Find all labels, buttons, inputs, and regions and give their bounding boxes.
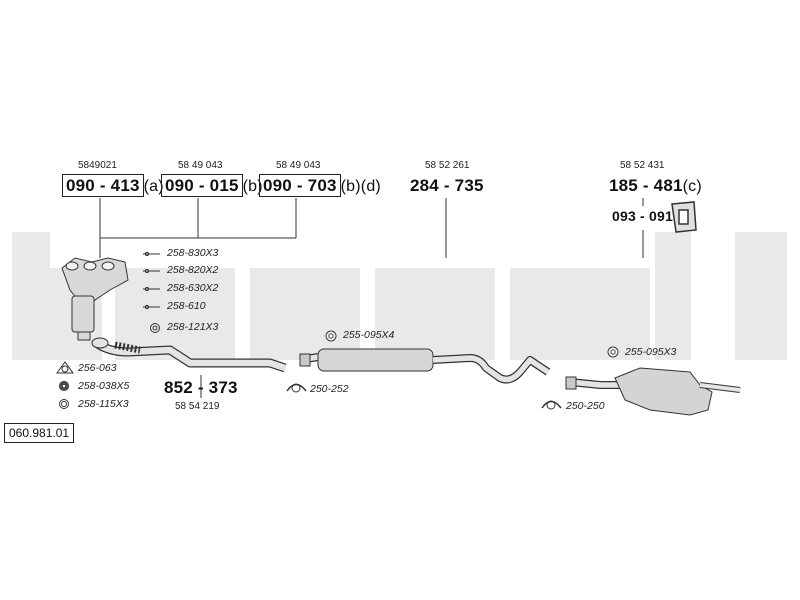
clamp-code: 250-252	[310, 383, 349, 395]
part-suffix: (b)	[242, 178, 263, 195]
front-pipe-oem-number: 58 54 219	[175, 401, 220, 412]
hardware-code: 258-820X2	[167, 264, 219, 276]
front-pipe-icon	[91, 337, 287, 373]
clamp-icons	[56, 330, 619, 410]
hardware-code: 258-038X5	[78, 380, 130, 392]
hardware-code: 258-121X3	[167, 321, 219, 333]
clamp-code: 255-095X3	[625, 346, 677, 358]
oem-number: 58 52 261	[425, 160, 470, 171]
part-number[interactable]: 090 - 703	[259, 174, 341, 197]
hardware-code: 258-115X3	[78, 398, 129, 410]
part-number-group[interactable]: 284 - 735	[410, 176, 484, 196]
hardware-bullets	[143, 251, 160, 333]
part-number[interactable]: 284 - 735	[410, 176, 484, 195]
clamp-code: 250-250	[566, 400, 605, 412]
hardware-code: 258-830X3	[167, 247, 219, 259]
middle-silencer-icon	[299, 348, 551, 384]
part-number[interactable]: 090 - 413	[62, 174, 144, 197]
part-number-group[interactable]: 090 - 703(b)(d)	[259, 174, 381, 197]
part-number-group[interactable]: 185 - 481(c)	[609, 176, 702, 196]
bosal-watermark	[12, 232, 787, 360]
bracket-part-number[interactable]: 093 - 091	[612, 208, 673, 224]
oem-number: 58 49 043	[276, 160, 321, 171]
part-number[interactable]: 090 - 015	[161, 174, 243, 197]
oem-number: 5849021	[78, 160, 117, 171]
diagram-reference-number: 060.981.01	[4, 423, 75, 443]
part-suffix: (a)	[143, 178, 164, 195]
part-suffix: (b)(d)	[340, 178, 381, 195]
front-pipe-part-number[interactable]: 852 - 373	[164, 378, 238, 397]
part-number-group[interactable]: 090 - 015(b)	[161, 174, 263, 197]
bracket-icon	[671, 201, 697, 233]
hardware-code: 256-063	[78, 362, 117, 374]
oem-number: 58 52 431	[620, 160, 665, 171]
hardware-code: 258-610	[167, 300, 206, 312]
hardware-code: 258-630X2	[167, 282, 219, 294]
rear-silencer-icon	[565, 367, 741, 416]
manifold-catalyst-icon	[61, 257, 129, 341]
part-number[interactable]: 185 - 481	[609, 176, 683, 195]
clamp-code: 255-095X4	[343, 329, 395, 341]
part-suffix: (c)	[682, 178, 702, 195]
leader-lines	[99, 198, 644, 398]
oem-number: 58 49 043	[178, 160, 223, 171]
part-number-group[interactable]: 090 - 413(a)	[62, 174, 164, 197]
